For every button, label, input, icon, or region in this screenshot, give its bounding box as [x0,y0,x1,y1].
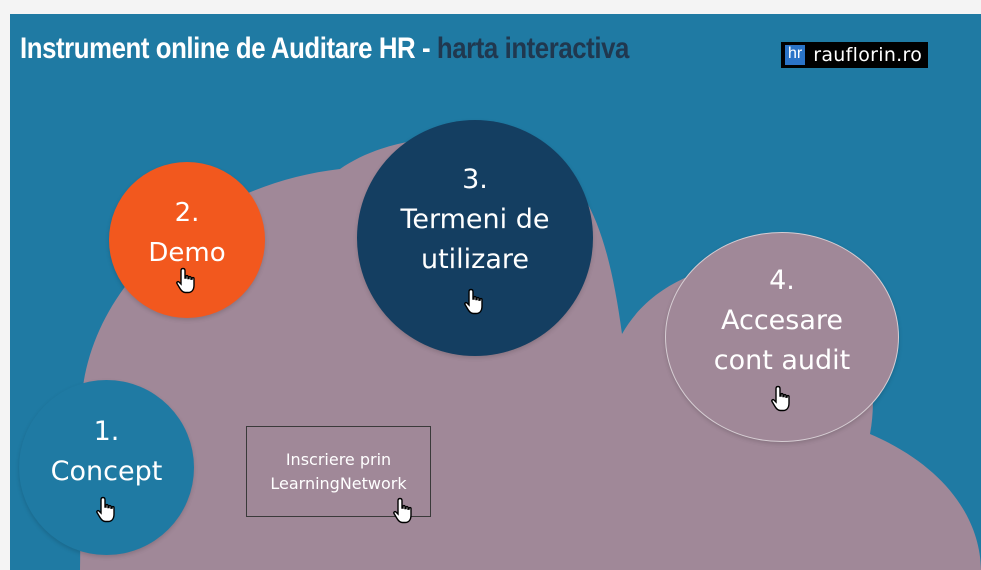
signup-text-line2: LearningNetwork [270,473,407,493]
signup-text-line1: Inscriere prin [285,449,392,469]
concept-number: 1. [93,415,120,447]
terms-text-line1: Termeni de [400,204,550,235]
demo-text: Demo [148,238,226,268]
demo-label: 2. Demo [148,193,225,273]
terms-number: 3. [462,164,488,195]
demo-number: 2. [174,198,200,228]
brand-site-name: rauflorin.ro [813,44,923,66]
hr-logo-mark: hr [785,45,806,65]
hand-pointer-icon [176,267,195,294]
access-account-button[interactable]: 4. Accesare cont audit [665,232,899,442]
title-main: Instrument online de Auditare HR - [20,32,437,65]
concept-button[interactable]: 1. Concept [19,380,194,555]
hand-pointer-icon [393,497,412,524]
title-accent: harta interactiva [436,32,629,65]
page-title: Instrument online de Auditare HR - harta… [20,32,629,66]
terms-text-line2: utilizare [420,244,530,275]
hand-pointer-icon [464,288,483,315]
demo-button[interactable]: 2. Demo [109,162,265,318]
concept-text: Concept [50,455,163,487]
access-text-line1: Accesare [720,305,844,336]
hand-pointer-icon [95,496,115,522]
terms-button[interactable]: 3. Termeni de utilizare [357,120,593,356]
signup-learningnetwork-button[interactable]: Inscriere prin LearningNetwork [246,426,431,524]
access-number: 4. [769,265,795,296]
interactive-map-frame: Instrument online de Auditare HR - harta… [10,14,981,570]
hand-pointer-icon [771,385,790,412]
access-text-line2: cont audit [713,345,851,376]
brand-logo[interactable]: hr rauflorin.ro [781,42,929,68]
